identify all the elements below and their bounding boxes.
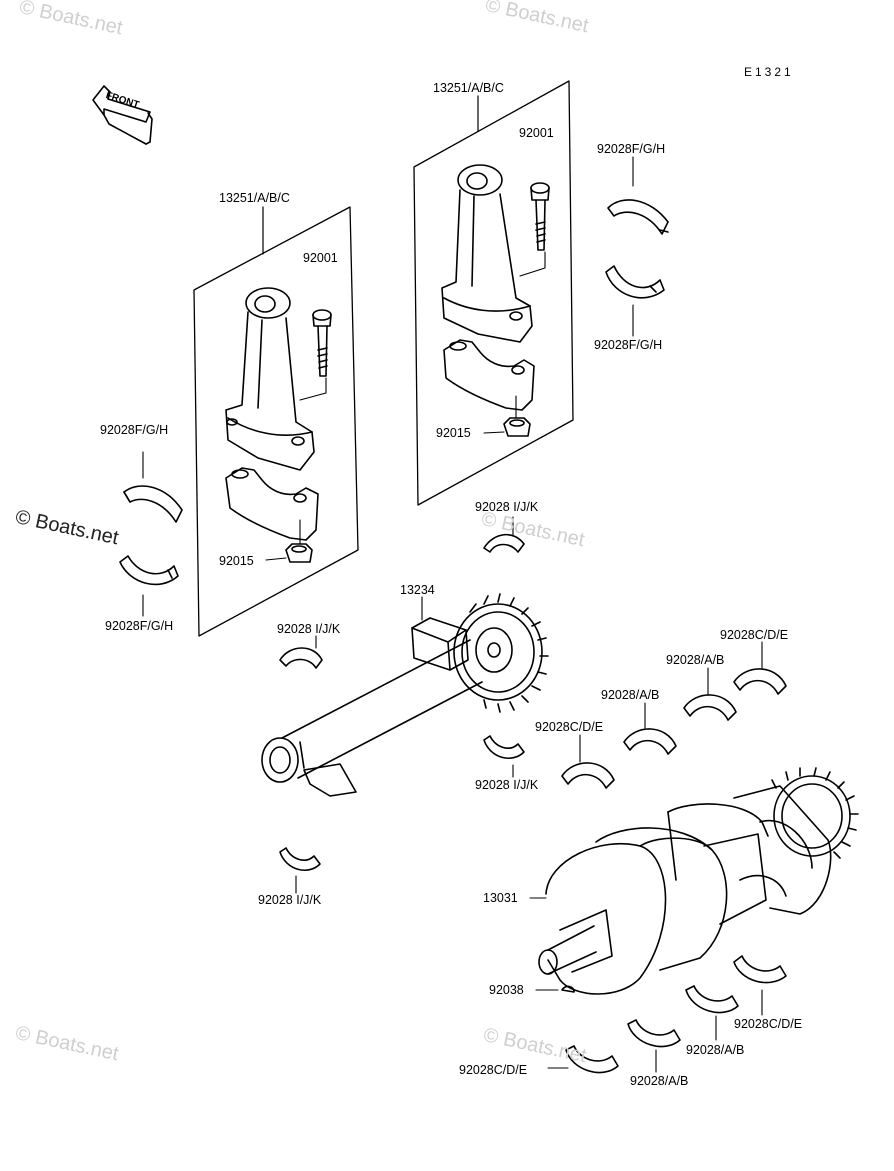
bearing-cde-upper-2 — [561, 762, 615, 789]
bearing-cde-lower-1 — [733, 955, 787, 984]
label-bearing-ab-upper-1: 92028/A/B — [666, 653, 725, 667]
label-bearing-cde-upper-2: 92028C/D/E — [535, 720, 604, 734]
label-bearing-fgh-right-bot: 92028F/G/H — [594, 338, 663, 352]
connecting-rod-left — [225, 287, 315, 471]
label-bearing-ijk-3: 92028 I/J/K — [475, 778, 539, 792]
front-arrow-icon — [92, 85, 153, 145]
label-bearing-fgh-left-bot: 92028F/G/H — [105, 619, 174, 633]
bearing-ijk-1 — [483, 533, 525, 553]
bearing-ab-lower-1 — [685, 985, 739, 1014]
label-bearing-ijk-1: 92028 I/J/K — [475, 500, 539, 514]
bearing-ijk-3 — [483, 735, 525, 760]
nut-left — [285, 543, 313, 563]
bearing-ab-upper-1 — [683, 694, 737, 721]
bearing-cde-upper-1 — [733, 668, 787, 695]
label-bearing-ab-lower-2: 92028/A/B — [630, 1074, 689, 1088]
rod-frame-right — [413, 80, 574, 506]
rod-cap-right — [443, 339, 535, 411]
bearing-ab-upper-2 — [623, 728, 677, 755]
label-bearing-cde-lower-1: 92028C/D/E — [734, 1017, 803, 1031]
label-bearing-cde-lower-2: 92028C/D/E — [459, 1063, 528, 1077]
label-bolt-right: 92001 — [519, 126, 554, 140]
label-woodruff-key: 92038 — [489, 983, 524, 997]
bearing-fgh-left-top — [123, 485, 183, 523]
diagram-code: E1321 — [744, 65, 794, 79]
bearing-fgh-left-bot — [119, 555, 179, 586]
label-bearing-fgh-left-top: 92028F/G/H — [100, 423, 169, 437]
label-rod-left: 13251/A/B/C — [219, 191, 290, 205]
label-bearing-fgh-right-top: 92028F/G/H — [597, 142, 666, 156]
label-crankshaft: 13031 — [483, 891, 518, 905]
bearing-fgh-right-top — [607, 199, 669, 235]
bearing-ijk-4 — [279, 847, 321, 872]
label-bearing-ijk-2: 92028 I/J/K — [277, 622, 341, 636]
bearing-fgh-right-bot — [605, 265, 665, 299]
nut-right — [503, 417, 531, 437]
label-bearing-cde-upper-1: 92028C/D/E — [720, 628, 789, 642]
woodruff-key — [561, 985, 575, 993]
label-balancer-shaft: 13234 — [400, 583, 435, 597]
label-bearing-ab-lower-1: 92028/A/B — [686, 1043, 745, 1057]
bolt-right — [530, 182, 550, 251]
connecting-rod-right — [441, 164, 533, 343]
rod-cap-left — [225, 467, 319, 541]
bearing-ab-lower-2 — [627, 1019, 681, 1048]
crankshaft — [538, 767, 859, 995]
balancer-shaft — [261, 593, 549, 797]
label-rod-right: 13251/A/B/C — [433, 81, 504, 95]
bearing-cde-lower-2 — [565, 1045, 619, 1074]
label-bearing-ab-upper-2: 92028/A/B — [601, 688, 660, 702]
bolt-left — [312, 309, 332, 377]
label-bolt-left: 92001 — [303, 251, 338, 265]
bearing-ijk-2 — [279, 647, 323, 669]
label-nut-right: 92015 — [436, 426, 471, 440]
rod-frame-left — [193, 206, 359, 637]
label-nut-left: 92015 — [219, 554, 254, 568]
label-bearing-ijk-4: 92028 I/J/K — [258, 893, 322, 907]
